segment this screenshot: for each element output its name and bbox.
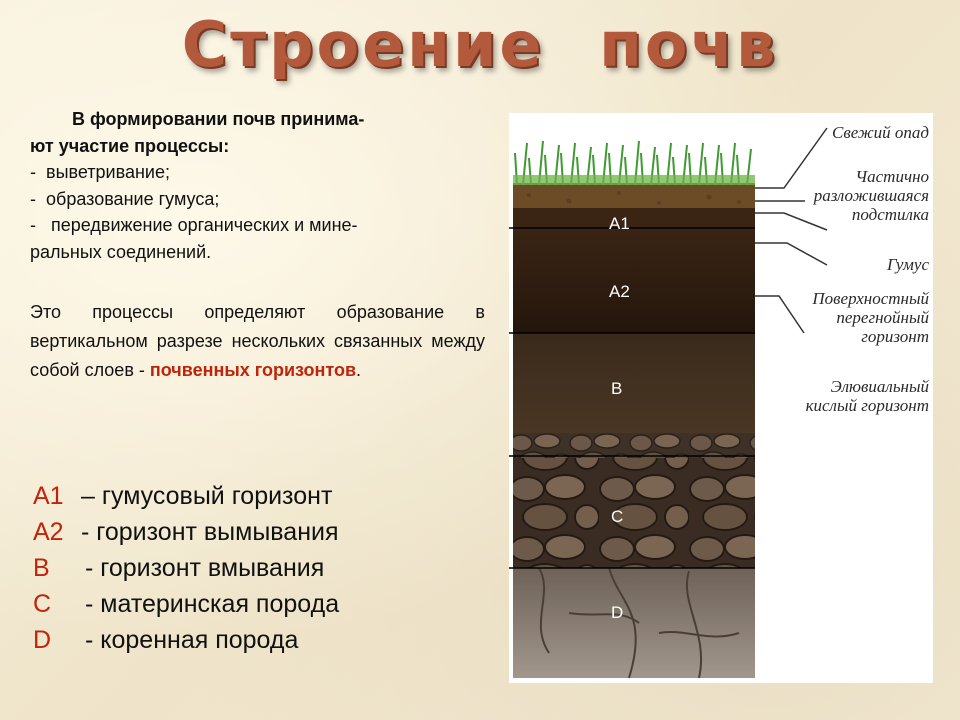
soil-profile-diagram [509, 127, 828, 679]
legend-desc: – гумусовый горизонт [81, 482, 333, 510]
legend-key: A2 [33, 518, 64, 546]
label-line: подстилка [851, 205, 929, 224]
process-item-text: образование гумуса; [46, 188, 220, 209]
soil-profile-panel: A1 A2 B C D Свежий опад Частично разложи… [509, 113, 933, 683]
label-line: Элювиальный [830, 377, 929, 396]
page-title: Строение почв [181, 8, 779, 81]
horizon-c [513, 458, 755, 568]
horizons-paragraph: Это процессы определяют образование в ве… [30, 298, 485, 385]
process-item: - передвижение органических и мине- [30, 215, 358, 235]
label-line: горизонт [861, 327, 929, 346]
horizon-legend: A1 – гумусовый горизонт A2 - горизонт вымы… [33, 478, 339, 658]
horizon-a1-a2 [513, 228, 755, 333]
label-line: Частично [855, 167, 929, 186]
horizon-label-b: B [611, 379, 623, 398]
horizon-b-c-transition [513, 433, 755, 458]
label-line: разложившаяся [813, 186, 929, 205]
grass [514, 140, 752, 186]
label-surface-horizon: Поверхностный перегнойный горизонт [812, 289, 929, 346]
leader-line [755, 127, 828, 189]
humus-top-layer [513, 208, 755, 228]
intro-line-2: ют участие процессы: [30, 135, 230, 156]
legend-item: D - коренная порода [33, 622, 339, 658]
legend-desc: - горизонт вымывания [81, 518, 339, 546]
label-line: Свежий опад [831, 123, 929, 142]
process-item-text: передвижение органических и мине- [51, 215, 358, 235]
bedrock-cracks [538, 567, 740, 679]
label-humus: Гумус [887, 255, 929, 274]
process-item: - выветривание; [30, 162, 170, 182]
legend-item: A2 - горизонт вымывания [33, 514, 339, 550]
litter-speckles [527, 191, 741, 205]
legend-key: C [33, 590, 52, 618]
label-line: Поверхностный [812, 289, 929, 308]
legend-key: B [33, 554, 50, 582]
label-line: Гумус [886, 255, 929, 274]
intro-line-last: ральных соединений. [30, 241, 212, 262]
horizon-label-a1: A1 [609, 214, 630, 233]
leader-line [755, 295, 805, 334]
intro-line-1: В формировании почв принима- [72, 109, 365, 129]
legend-key: D [33, 626, 52, 654]
horizon-label-d: D [611, 603, 624, 622]
horizon-b [513, 333, 755, 433]
label-line: перегнойный [836, 308, 929, 327]
leader-line [755, 242, 828, 266]
legend-item: A1 – гумусовый горизонт [33, 478, 339, 514]
leader-line [755, 212, 828, 231]
label-fresh-litter: Свежий опад [832, 123, 929, 142]
grass-base [513, 175, 755, 185]
label-partial-litter: Частично разложившаяся подстилка [814, 167, 929, 224]
legend-item: B - горизонт вмывания [33, 550, 339, 586]
label-eluvial-horizon: Элювиальный кислый горизонт [806, 377, 929, 415]
intro-text: В формировании почв принима- ют участие … [30, 106, 485, 265]
horizon-label-a2: A2 [609, 282, 630, 301]
legend-desc: - горизонт вмывания [85, 554, 325, 582]
legend-item: C - материнская порода [33, 586, 339, 622]
legend-key: A1 [33, 482, 64, 510]
legend-desc: - материнская порода [85, 590, 340, 618]
litter-layer [513, 183, 755, 208]
process-item: - образование гумуса; [30, 188, 220, 209]
soil-column [509, 140, 755, 679]
paragraph-text: Это процессы определяют образование в ве… [30, 302, 485, 380]
horizon-label-c: C [611, 507, 624, 526]
paragraph-end: . [356, 360, 362, 380]
leader-lines [755, 127, 828, 334]
process-item-text: выветривание; [46, 162, 170, 182]
paragraph-highlight: почвенных горизонтов [149, 360, 357, 380]
legend-desc: - коренная порода [85, 626, 299, 654]
label-line: кислый горизонт [805, 396, 929, 415]
